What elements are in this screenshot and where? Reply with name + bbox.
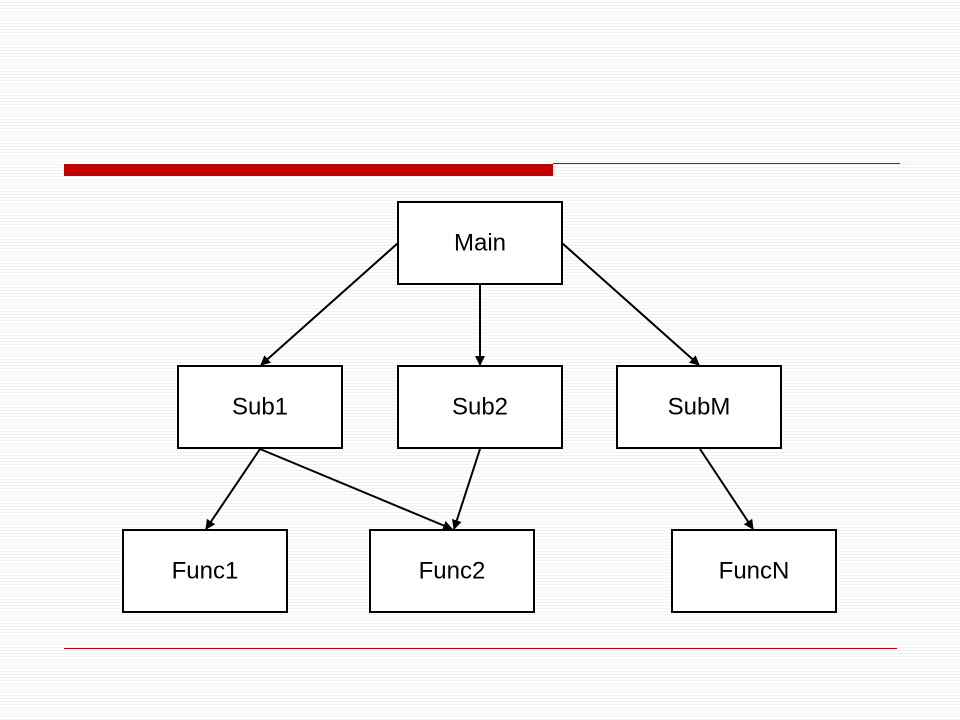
- node-sub1-label: Sub1: [232, 394, 288, 421]
- edge-subm-funcn: [699, 448, 754, 530]
- node-sub2-label: Sub2: [452, 394, 508, 421]
- node-func2-label: Func2: [419, 558, 486, 585]
- footer-accent-rule: [64, 648, 897, 649]
- edge-sub2-func2: [452, 448, 481, 530]
- node-subm: SubM: [616, 365, 782, 449]
- node-funcn: FuncN: [671, 529, 837, 613]
- node-main-label: Main: [454, 230, 506, 257]
- edge-sub1-func2: [259, 448, 453, 531]
- node-sub1: Sub1: [177, 365, 343, 449]
- edge-main-subm: [561, 242, 700, 366]
- edges: [205, 242, 754, 531]
- node-main: Main: [397, 201, 563, 285]
- node-subm-label: SubM: [668, 394, 731, 421]
- title-accent-rule: [553, 163, 900, 164]
- title-accent-bar: [64, 164, 553, 176]
- node-funcn-label: FuncN: [719, 558, 790, 585]
- node-func2: Func2: [369, 529, 535, 613]
- node-func1: Func1: [122, 529, 288, 613]
- edge-sub1-func1: [205, 448, 261, 530]
- node-func1-label: Func1: [172, 558, 239, 585]
- edge-main-sub1: [260, 242, 399, 366]
- node-sub2: Sub2: [397, 365, 563, 449]
